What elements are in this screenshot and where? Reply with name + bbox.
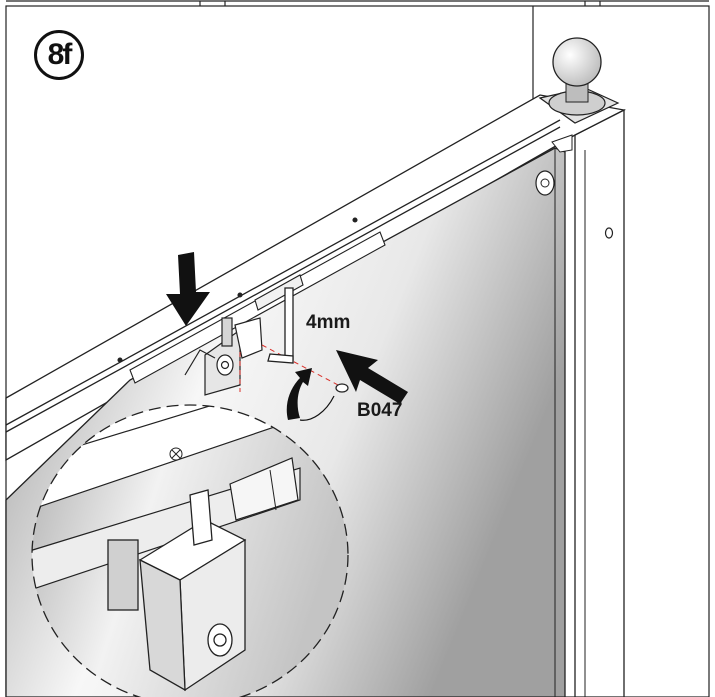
zoom-clamp (107, 489, 247, 692)
close-hole-icon (169, 447, 183, 461)
bracket-screw-icon (535, 170, 555, 196)
detail-zoom (31, 404, 349, 697)
panel-hole-icon (604, 227, 614, 239)
hex-key-icon (267, 287, 294, 364)
down-arrow-icon (166, 252, 210, 326)
part-code-label: B047 (357, 400, 403, 421)
push-arrow-icon (336, 350, 408, 404)
step-label: 8f (47, 38, 73, 71)
slide-track (117, 217, 386, 384)
guide-line (239, 344, 341, 392)
side-panel (574, 108, 625, 697)
rotate-arrow-icon (286, 368, 335, 421)
tool-size-label: 4mm (306, 312, 351, 333)
knob-icon (538, 37, 620, 124)
step-badge: 8f (34, 30, 84, 80)
screw-icon (335, 383, 349, 393)
frame-border (5, 0, 710, 697)
clamp-bracket (184, 317, 263, 396)
